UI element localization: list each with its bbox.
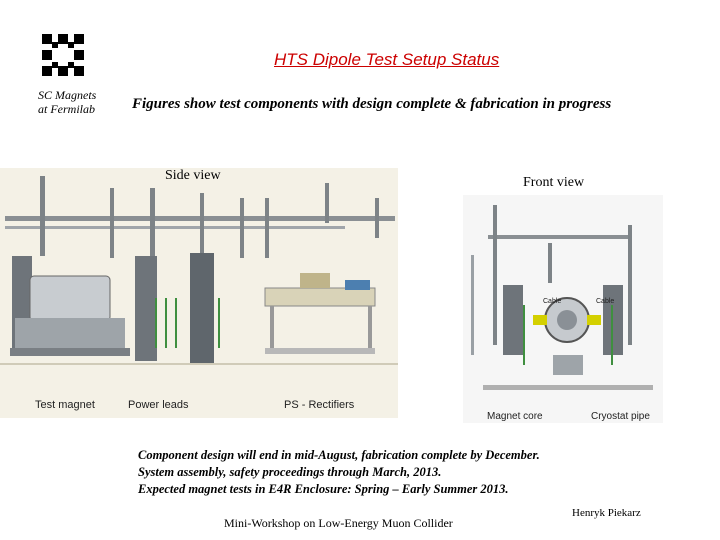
note-line-2: System assembly, safety proceedings thro… [138, 465, 442, 479]
caption-test-magnet: Test magnet [35, 399, 95, 411]
front-view-label: Front view [523, 175, 585, 190]
note-line-3: Expected magnet tests in E4R Enclosure: … [138, 482, 509, 496]
side-view-label: Side view [163, 168, 223, 184]
page-subtitle: Figures show test components with design… [132, 96, 612, 112]
status-notes: Component design will end in mid-August,… [138, 447, 540, 498]
note-line-1: Component design will end in mid-August,… [138, 448, 540, 462]
cable-label-left: Cable [543, 298, 561, 305]
footer-author: Henryk Piekarz [572, 507, 641, 519]
caption-cryostat-pipe: Cryostat pipe [591, 411, 650, 422]
footer-event: Mini-Workshop on Low-Energy Muon Collide… [224, 516, 453, 530]
caption-power-leads: Power leads [128, 399, 189, 411]
sublogo-line-2: at Fermilab [38, 102, 95, 116]
side-view-image: Test magnet Power leads PS - Rectifiers [0, 168, 398, 418]
caption-magnet-core: Magnet core [487, 411, 543, 422]
page-title: HTS Dipole Test Setup Status [274, 50, 500, 69]
fermilab-logo-icon [42, 34, 84, 76]
sublogo-text: SC Magnets at Fermilab [38, 88, 96, 116]
front-view-image: Cable Cable Magnet core Cryostat pipe [463, 195, 663, 423]
cable-label-right: Cable [596, 298, 614, 305]
caption-ps-rectifiers: PS - Rectifiers [284, 399, 355, 411]
sublogo-line-1: SC Magnets [38, 88, 97, 102]
